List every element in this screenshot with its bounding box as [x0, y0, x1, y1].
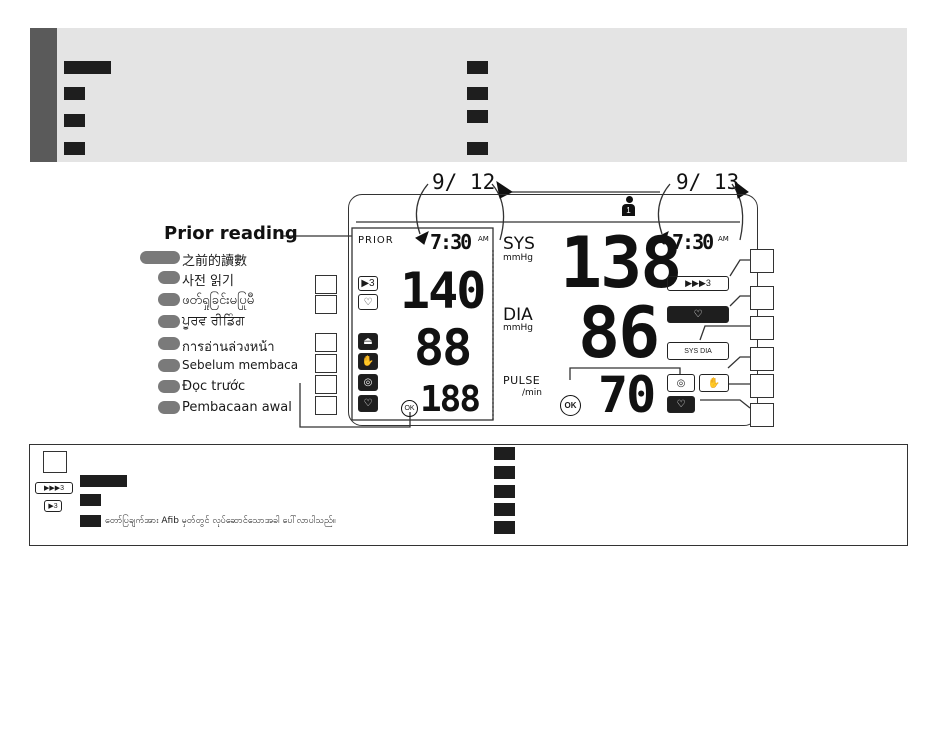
ok-icon: OK: [401, 400, 418, 417]
memory-three-icon-small: ▶▶▶3: [35, 482, 73, 494]
dia-label: DIA: [503, 305, 533, 325]
redacted-block: [64, 87, 85, 100]
hand-icon-current: ✋: [699, 374, 729, 392]
prior-time: 7:30: [430, 230, 472, 254]
translation-2: 사전 읽기: [182, 274, 234, 289]
callout-square: [750, 286, 774, 310]
lang-tag-pill: [158, 401, 180, 414]
redacted-block: [467, 142, 488, 155]
redacted-block: [467, 110, 488, 123]
callout-square: [750, 347, 774, 371]
lang-tag-pill: [158, 293, 180, 306]
translation-3: ဖတ်ရှုခြင်းမပြုမီ: [182, 293, 255, 308]
callout-square: [43, 451, 67, 473]
lang-tag-pill: [158, 337, 180, 350]
memory-three-icon: ▶▶▶3: [667, 276, 729, 291]
redacted-block: [80, 515, 101, 527]
lang-tag-pill: [158, 271, 180, 284]
sys-unit: mmHg: [503, 253, 534, 263]
heart-icon-current: ♡: [667, 396, 695, 413]
wrap-icon-current: ◎: [667, 374, 695, 392]
prior-pulse-value: 188: [420, 379, 481, 420]
redacted-block: [80, 494, 101, 506]
callout-square: [315, 295, 337, 314]
redacted-block: [467, 61, 488, 74]
date-left: 9/ 12: [432, 170, 496, 194]
prior-dia-value: 88: [414, 319, 472, 377]
memory-average-icon-small: ▶3: [44, 500, 62, 512]
lcd-display: [348, 194, 758, 426]
translation-1: 之前的讀數: [182, 254, 248, 269]
wrap-icon: ◎: [358, 374, 378, 391]
translation-6: Sebelum membaca: [182, 358, 299, 372]
redacted-block: [64, 61, 111, 74]
redacted-block: [467, 87, 488, 100]
burmese-note: တော်ပြချက်အား Afib မှတ်တွင် လုပ်ဆောင်သော…: [105, 516, 336, 526]
redacted-block: [494, 503, 515, 516]
sys-label: SYS: [503, 234, 535, 254]
translation-4: ਪੂਰਵ ਰੀਡਿੰਗ: [182, 314, 245, 329]
prior-reading-label: Prior reading: [164, 223, 298, 244]
callout-square: [750, 403, 774, 427]
callout-square: [750, 316, 774, 340]
callout-square: [750, 249, 774, 273]
redacted-block: [494, 485, 515, 498]
redacted-block: [80, 475, 127, 487]
cuff-icon: ⏏: [358, 333, 378, 350]
pulse-unit: /min: [522, 388, 543, 398]
prior-tag: PRIOR: [358, 235, 394, 246]
callout-square: [315, 275, 337, 294]
redacted-block: [64, 142, 85, 155]
current-sys-value: 138: [560, 222, 682, 304]
memory-average-icon: ▶3: [358, 276, 378, 291]
redacted-block: [494, 466, 515, 479]
ok-icon-current: OK: [560, 395, 581, 416]
current-dia-value: 86: [578, 292, 660, 374]
top-side-tab: [30, 28, 57, 162]
callout-square: [315, 333, 337, 352]
current-time: 7:30: [672, 230, 714, 254]
prior-sys-value: 140: [400, 262, 486, 320]
date-right: 9/ 13: [676, 170, 740, 194]
callout-square: [315, 354, 337, 373]
irregular-heartbeat-icon-current: ♡: [667, 306, 729, 323]
prior-am: AM: [478, 235, 489, 243]
callout-square: [750, 374, 774, 398]
irregular-heartbeat-icon: ♡: [358, 294, 378, 310]
bottom-note-box: [29, 444, 908, 546]
callout-square: [315, 375, 337, 394]
redacted-block: [494, 447, 515, 460]
user-1-icon: 1: [622, 196, 636, 218]
redacted-block: [494, 521, 515, 534]
current-am: AM: [718, 235, 729, 243]
lang-tag-pill: [158, 315, 180, 328]
hand-icon: ✋: [358, 353, 378, 370]
lang-tag-pill: [158, 380, 180, 393]
heart-icon: ♡: [358, 395, 378, 412]
lang-tag-pill: [158, 359, 180, 372]
current-pulse-value: 70: [598, 366, 656, 424]
redacted-block: [64, 114, 85, 127]
pulse-label: PULSE: [503, 374, 541, 387]
translation-8: Pembacaan awal: [182, 400, 292, 415]
translation-5: การอ่านล่วงหน้า: [182, 340, 275, 355]
translation-7: Đọc trước: [182, 379, 246, 394]
dia-unit: mmHg: [503, 323, 534, 333]
callout-square: [315, 396, 337, 415]
sys-dia-cuff-icon: SYS DIA: [667, 342, 729, 360]
lang-tag-pill: [140, 251, 180, 264]
